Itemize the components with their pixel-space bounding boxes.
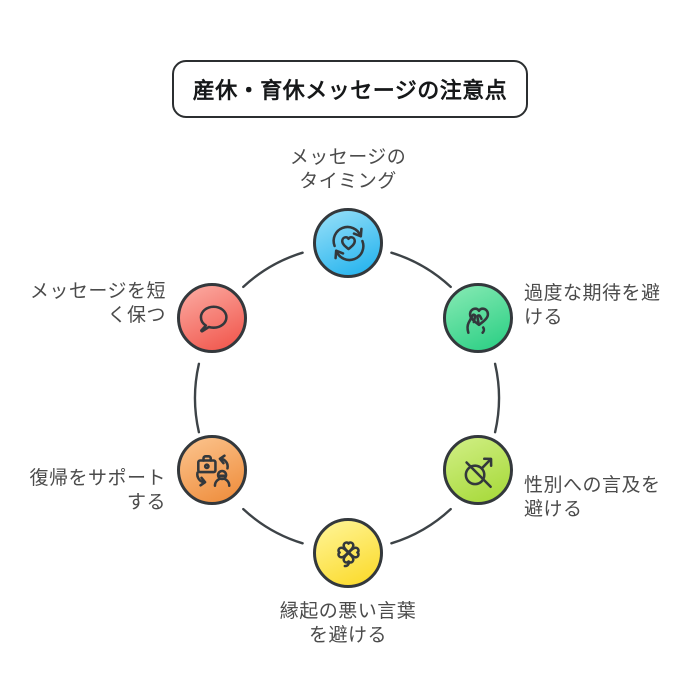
label-line: メッセージの — [289, 147, 407, 168]
node-label-keep-message-short: メッセージを短 く保つ — [2, 280, 166, 328]
connector-arc — [242, 251, 304, 289]
node-label-avoid-gender-references: 性別への言及を 避ける — [524, 474, 694, 522]
diagram-title-box: 産休・育休メッセージの注意点 — [172, 60, 528, 118]
connector-arc — [193, 362, 201, 434]
label-line: ける — [524, 307, 564, 328]
node-label-message-timing: メッセージの タイミング — [248, 146, 448, 194]
connector-arc — [493, 362, 501, 434]
node-avoid-excessive-expectations — [443, 283, 513, 353]
node-label-support-return-to-work: 復帰をサポート する — [2, 467, 166, 515]
node-support-return-to-work — [177, 435, 247, 505]
label-line: 性別への言及を — [524, 475, 661, 496]
label-line: を避ける — [308, 625, 387, 646]
node-keep-message-short — [177, 283, 247, 353]
speech-bubble-icon — [199, 304, 228, 333]
node-avoid-gender-references — [443, 435, 513, 505]
connector-arc — [390, 251, 452, 289]
label-line: メッセージを短 — [29, 281, 166, 302]
connector-arc — [390, 507, 452, 545]
label-line: タイミング — [299, 171, 397, 192]
node-avoid-ominous-words — [313, 518, 383, 588]
sync-heart-icon — [331, 225, 365, 261]
connector-arc — [242, 507, 304, 545]
label-line: 縁起の悪い言葉 — [279, 601, 417, 622]
four-leaf-clover-icon — [336, 540, 360, 567]
label-line: する — [126, 492, 166, 513]
hand-holding-heart-icon — [465, 306, 489, 334]
page-title: 産休・育休メッセージの注意点 — [192, 78, 508, 103]
label-line: 避ける — [524, 499, 583, 520]
node-message-timing — [313, 208, 383, 278]
no-gender-symbol-icon — [464, 456, 492, 488]
label-line: 過度な期待を避 — [524, 283, 661, 304]
label-line: く保つ — [107, 305, 166, 326]
node-label-avoid-ominous-words: 縁起の悪い言葉 を避ける — [248, 600, 448, 648]
work-return-cycle-icon — [195, 453, 231, 487]
node-label-avoid-excessive-expectations: 過度な期待を避 ける — [524, 282, 694, 330]
label-line: 復帰をサポート — [29, 468, 166, 489]
